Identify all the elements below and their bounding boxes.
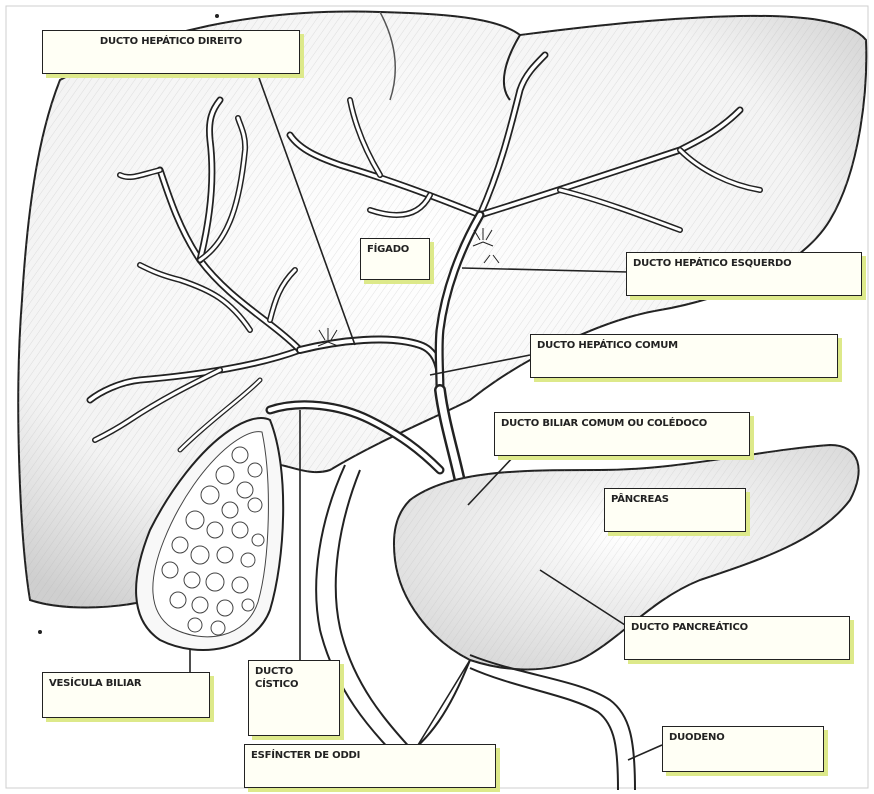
label-bile-duct: DUCTO BILIAR COMUM OU COLÉDOCO <box>494 412 750 456</box>
label-liver: FÍGADO <box>360 238 430 280</box>
leader-sphincter <box>418 660 470 745</box>
label-hepatic-right: DUCTO HEPÁTICO DIREITO <box>42 30 300 74</box>
label-sphincter: ESFÍNCTER DE ODDI <box>244 744 496 788</box>
label-gallbladder: VESÍCULA BILIAR <box>42 672 210 718</box>
label-hepatic-left: DUCTO HEPÁTICO ESQUERDO <box>626 252 862 296</box>
label-hepatic-common: DUCTO HEPÁTICO COMUM <box>530 334 838 378</box>
label-cystic-duct: DUCTO CÍSTICO <box>248 660 340 736</box>
label-duodenum: DUODENO <box>662 726 824 772</box>
label-pancreatic-duct: DUCTO PANCREÁTICO <box>624 616 850 660</box>
label-pancreas: PÂNCREAS <box>604 488 746 532</box>
speck <box>38 630 42 634</box>
speck <box>215 14 219 18</box>
